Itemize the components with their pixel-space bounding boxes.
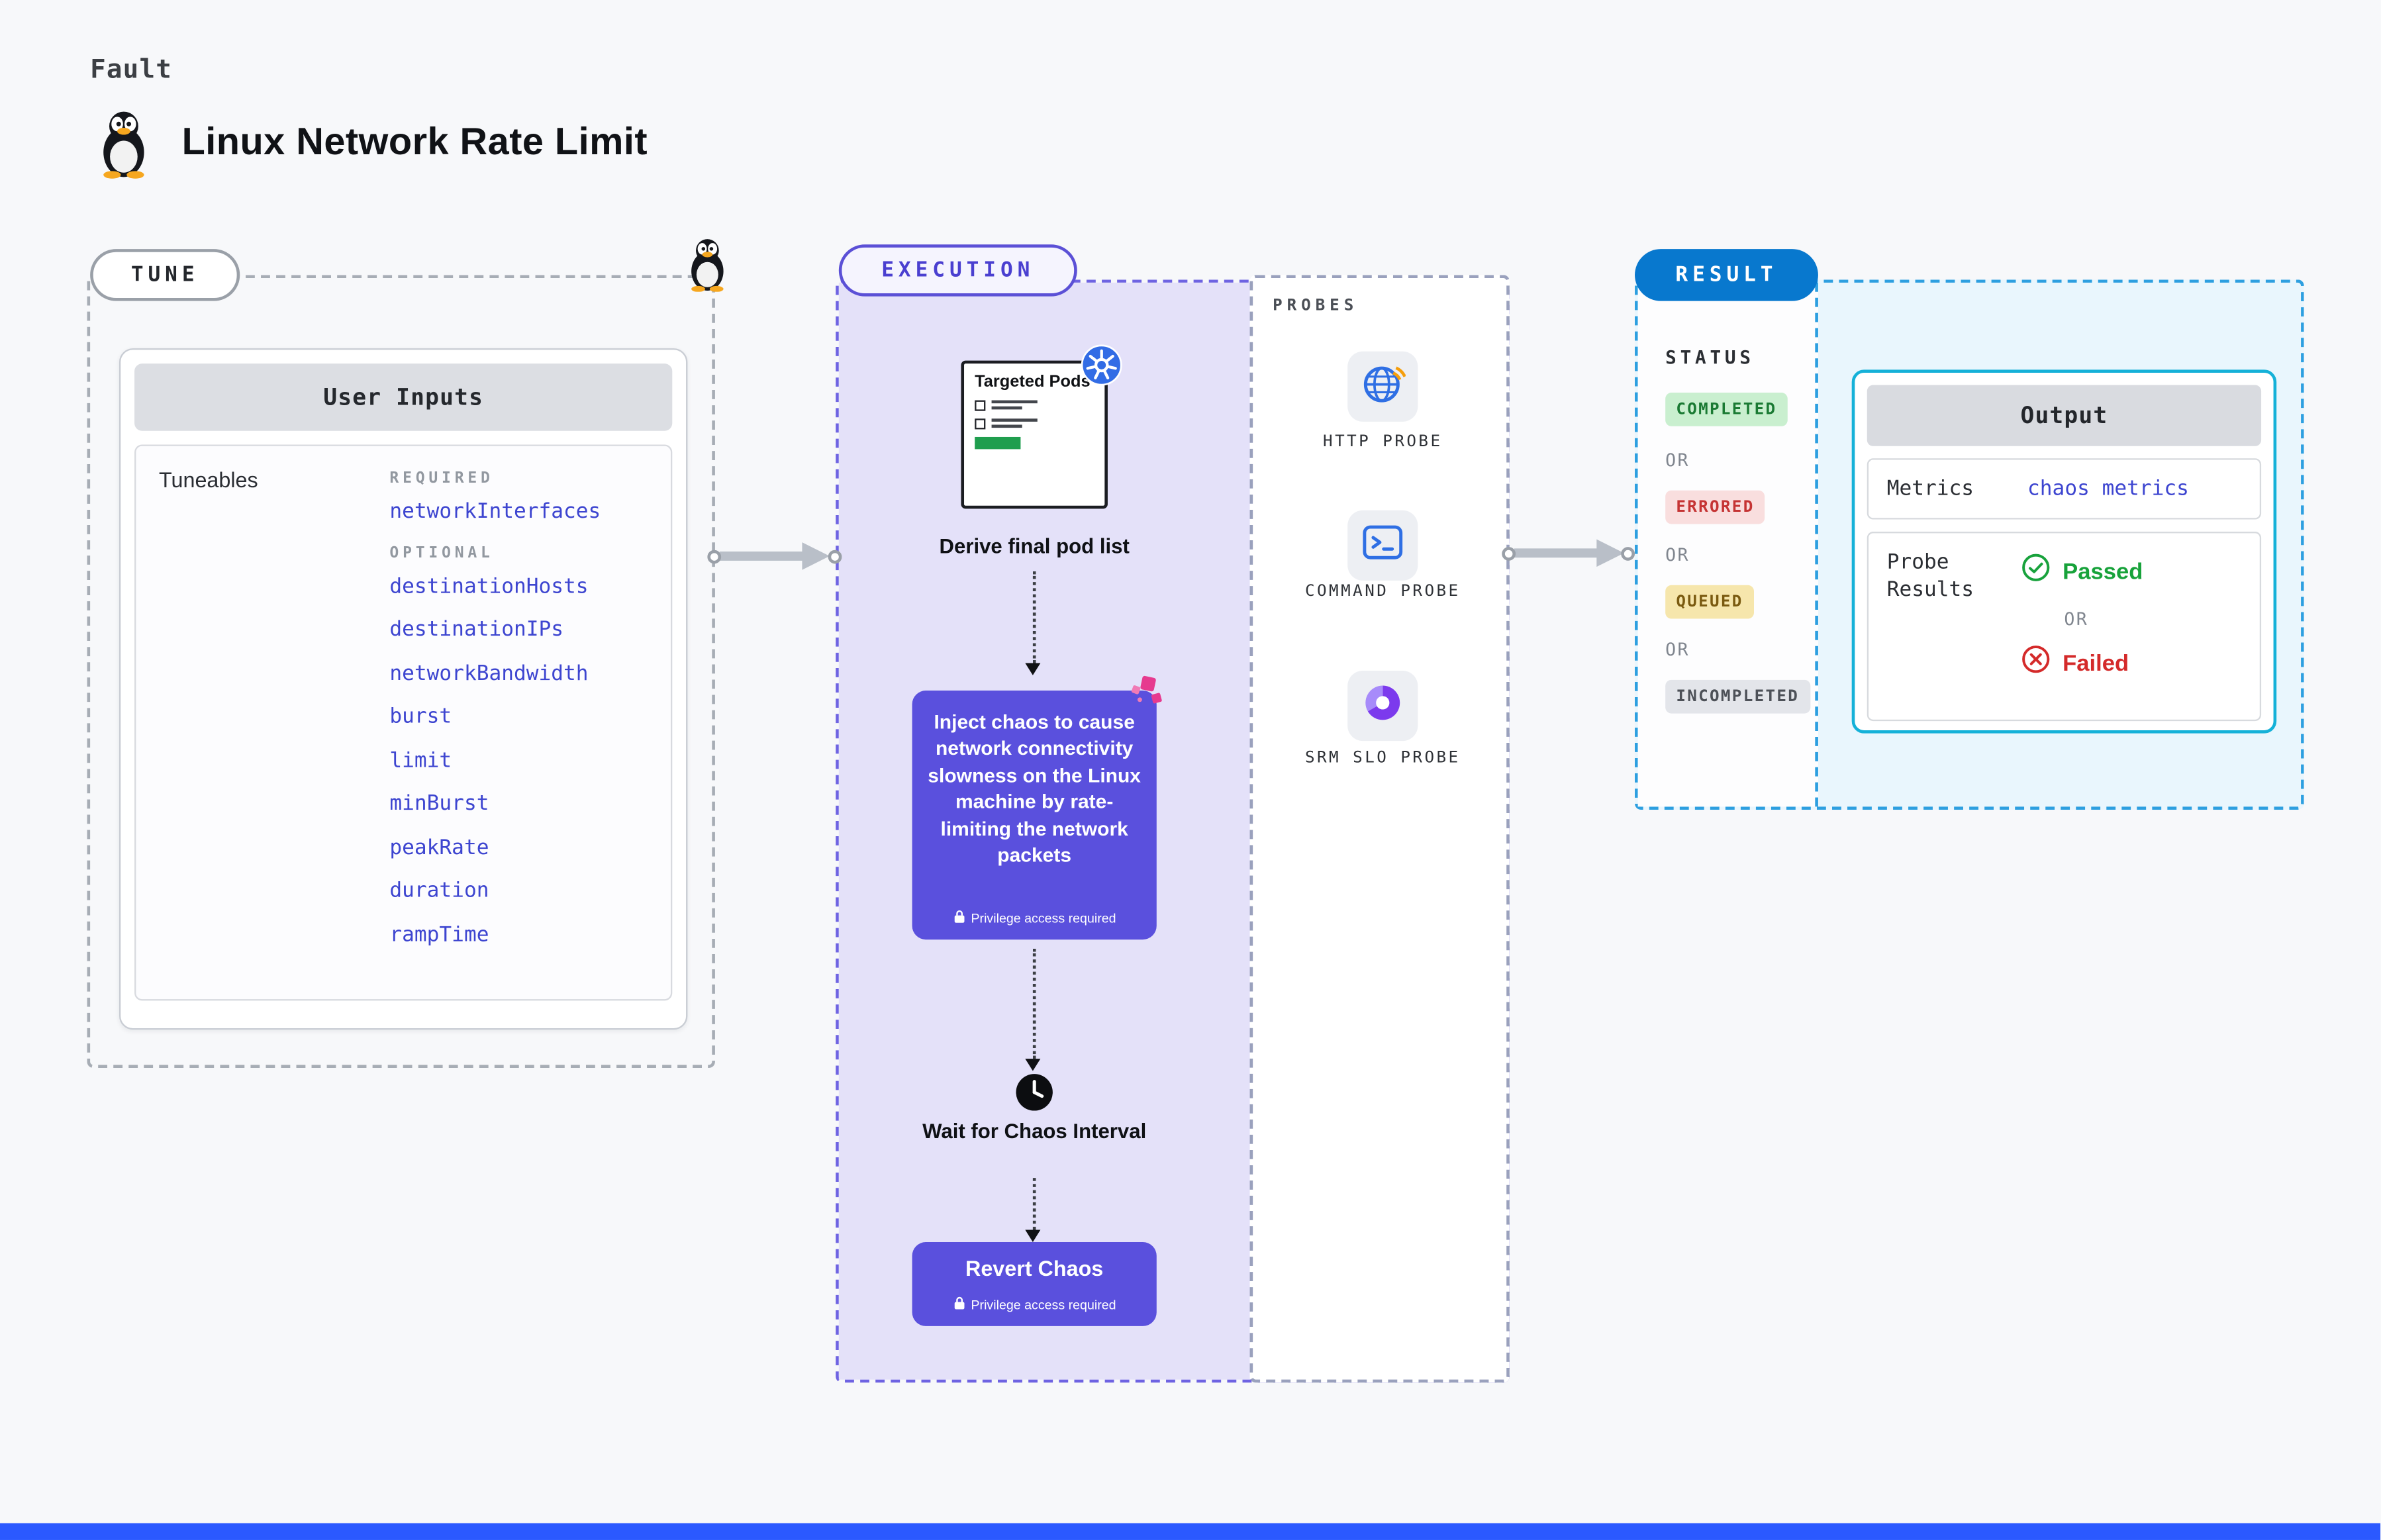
status-badge-queued: QUEUED [1665, 585, 1754, 619]
probe-results-verdicts: Passed OR Failed [2021, 553, 2143, 681]
privilege-badge-label: Privilege access required [971, 1297, 1116, 1313]
tux-icon [95, 109, 153, 187]
inject-chaos-text: Inject chaos to cause network connectivi… [928, 710, 1142, 867]
tune-to-execution-arrow-icon [719, 542, 830, 570]
srm-slo-probe-tile [1347, 670, 1418, 742]
revert-chaos-step: Revert Chaos Privilege access required [912, 1241, 1157, 1326]
or-separator: OR [1665, 638, 1690, 660]
tuneable-link[interactable]: networkBandwidth [389, 660, 589, 685]
execution-section-pill: EXECUTION [838, 244, 1077, 297]
clock-icon [1013, 1071, 1056, 1122]
failed-verdict: Failed [2021, 645, 2143, 681]
derive-pod-list-caption: Derive final pod list [939, 534, 1130, 558]
slo-donut-icon [1360, 679, 1406, 733]
status-badge-completed: COMPLETED [1665, 393, 1788, 426]
lock-icon [953, 909, 965, 928]
privilege-badge: Privilege access required [912, 909, 1157, 928]
result-section: STATUS COMPLETED OR ERRORED OR QUEUED OR… [1635, 279, 2304, 810]
tuneable-link[interactable]: duration [389, 878, 489, 903]
connector-dot [1621, 547, 1635, 561]
or-separator: OR [1665, 449, 1690, 471]
http-probe-label: HTTP PROBE [1323, 432, 1443, 451]
kubernetes-icon [1080, 344, 1123, 394]
flow-connector [1032, 1178, 1036, 1230]
flow-connector [1032, 571, 1036, 663]
revert-chaos-text: Revert Chaos [965, 1255, 1104, 1280]
checkbox-icon [975, 418, 986, 429]
failed-label: Failed [2063, 650, 2129, 677]
footer-bar [0, 1523, 2381, 1540]
chaos-metrics-link[interactable]: chaos metrics [2027, 476, 2189, 501]
tuneable-link[interactable]: rampTime [389, 922, 489, 947]
tuneable-link[interactable]: networkInterfaces [389, 499, 601, 524]
chaos-icon [1126, 674, 1166, 722]
flow-arrowhead-icon [1025, 663, 1041, 675]
pod-list-row [975, 418, 1094, 429]
execution-to-result-arrow-icon [1514, 539, 1624, 567]
passed-label: Passed [2063, 558, 2143, 585]
fault-kicker: Fault [90, 55, 173, 86]
connector-dot [1502, 547, 1516, 561]
globe-icon [1360, 360, 1406, 413]
tuneable-link[interactable]: destinationHosts [389, 573, 589, 599]
flow-connector [1032, 948, 1036, 1059]
tuneables-panel: Tuneables REQUIRED networkInterfaces OPT… [134, 444, 673, 1001]
tuneable-link[interactable]: peakRate [389, 835, 489, 859]
probes-label: PROBES [1273, 296, 1359, 315]
or-separator: OR [1665, 544, 1690, 565]
tux-icon-small [685, 237, 730, 300]
wait-for-chaos-caption: Wait for Chaos Interval [922, 1120, 1147, 1143]
flow-arrowhead-icon [1025, 1229, 1041, 1242]
progress-bar [975, 436, 1021, 449]
check-circle-icon [2021, 553, 2051, 589]
targeted-pods-title: Targeted Pods [975, 373, 1091, 391]
status-badge-errored: ERRORED [1665, 490, 1765, 524]
connector-dot [707, 550, 722, 564]
user-inputs-card: User Inputs Tuneables REQUIRED networkIn… [119, 348, 688, 1030]
targeted-pods-card: Targeted Pods [961, 360, 1108, 509]
pod-list-row [975, 399, 1094, 410]
tune-section-pill: TUNE [90, 249, 240, 301]
metrics-label: Metrics [1886, 476, 1974, 501]
command-probe-tile [1347, 510, 1418, 581]
status-heading: STATUS [1665, 346, 1755, 369]
lock-icon [953, 1296, 965, 1314]
result-section-pill: RESULT [1635, 249, 1818, 301]
optional-group-label: OPTIONAL [389, 544, 494, 562]
tuneable-link[interactable]: minBurst [389, 791, 489, 816]
probe-results-label: Probe Results [1886, 550, 1974, 602]
tuneable-link[interactable]: burst [389, 704, 452, 729]
x-circle-icon [2021, 645, 2051, 681]
command-probe-label: COMMAND PROBE [1304, 582, 1461, 601]
metrics-row: Metrics chaos metrics [1867, 458, 2262, 520]
srm-slo-probe-label: SRM SLO PROBE [1304, 748, 1461, 767]
probe-results-row: Probe Results Passed OR [1867, 532, 2262, 722]
user-inputs-header: User Inputs [134, 363, 673, 431]
tune-section [87, 275, 715, 1068]
page-title: Linux Network Rate Limit [181, 120, 648, 164]
required-group-label: REQUIRED [389, 470, 494, 488]
status-badge-incompleted: INCOMPLETED [1665, 679, 1810, 714]
or-separator: OR [2064, 608, 2089, 630]
inject-chaos-step: Inject chaos to cause network connectivi… [912, 690, 1157, 940]
privilege-badge-label: Privilege access required [971, 910, 1116, 926]
terminal-icon [1360, 518, 1406, 572]
flow-arrowhead-icon [1025, 1059, 1041, 1071]
tuneables-label: Tuneables [158, 467, 258, 493]
tuneables-list: REQUIRED networkInterfaces OPTIONAL dest… [389, 467, 601, 967]
checkbox-icon [975, 399, 986, 410]
tuneable-link[interactable]: destinationIPs [389, 617, 563, 642]
passed-verdict: Passed [2021, 553, 2143, 589]
privilege-badge: Privilege access required [912, 1296, 1157, 1314]
output-card: Output Metrics chaos metrics Probe Resul… [1851, 369, 2277, 734]
status-column: STATUS COMPLETED OR ERRORED OR QUEUED OR… [1637, 282, 1818, 807]
output-header: Output [1867, 385, 2262, 446]
connector-dot [828, 550, 842, 564]
probes-section: PROBES HTTP PROBE [1249, 275, 1510, 1383]
tuneable-link[interactable]: limit [389, 747, 452, 773]
http-probe-tile [1347, 351, 1418, 422]
